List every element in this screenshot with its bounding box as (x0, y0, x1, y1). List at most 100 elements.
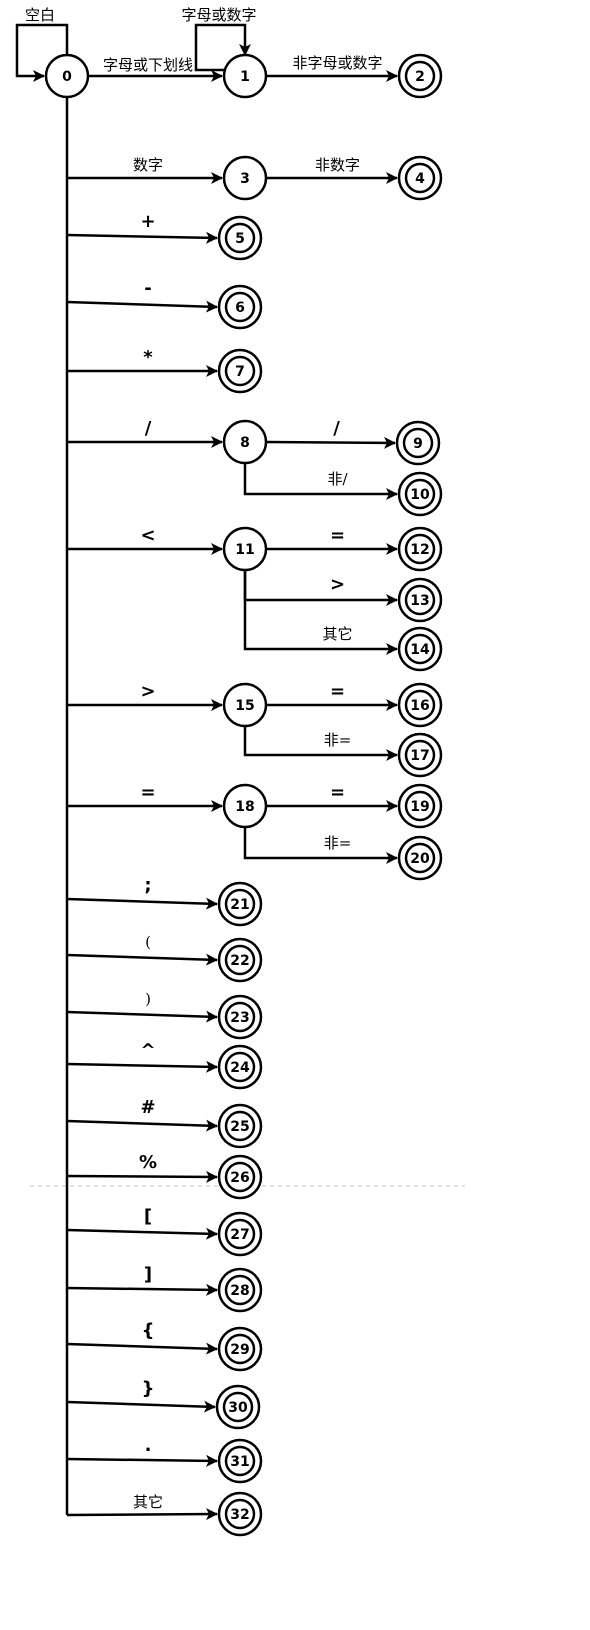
edge-0-to-29-label: { (142, 1320, 155, 1341)
state-3: 3 (222, 155, 268, 201)
edge-15-to-17 (243, 726, 398, 761)
state-29-accept-ring (224, 1333, 256, 1365)
edge-0-to-23 (66, 1010, 218, 1023)
edge-15-to-17-label: 非= (324, 731, 352, 749)
state-29: 29 (217, 1326, 263, 1372)
state-19-label: 19 (410, 799, 429, 815)
state-8-circle (222, 419, 268, 465)
edge-0-to-27-label: [ (144, 1206, 152, 1227)
state-30: 30 (215, 1384, 261, 1430)
edge-11-to-12-label: = (330, 525, 345, 546)
state-11-circle (222, 526, 268, 572)
state-28: 28 (217, 1267, 263, 1313)
edge-0-to-15-label: > (140, 681, 155, 702)
state-2: 2 (397, 53, 443, 99)
edge-0-to-7-label: * (143, 347, 153, 368)
state-0-circle (44, 53, 90, 99)
state-4: 4 (397, 155, 443, 201)
state-10-label: 10 (410, 487, 430, 503)
state-20-accept-ring (404, 842, 436, 874)
state-17: 17 (397, 732, 443, 778)
state-17-accept-ring (404, 739, 436, 771)
state-6-accept-ring (224, 291, 256, 323)
state-1: 1 (222, 53, 268, 99)
state-30-label: 30 (228, 1400, 248, 1416)
state-11-label: 11 (235, 542, 254, 558)
edge-0-to-6 (66, 300, 218, 313)
edge-0-to-25-label: # (140, 1097, 155, 1118)
state-15-label: 15 (235, 698, 254, 714)
edge-0-to-11-label: < (140, 525, 155, 546)
state-26-label: 26 (230, 1170, 249, 1186)
edge-0-to-25 (66, 1119, 218, 1132)
state-21-accept-ring (224, 888, 256, 920)
edge-18-to-20-label: 非= (324, 834, 352, 852)
edge-11-to-14-label: 其它 (322, 625, 352, 643)
state-24-label: 24 (230, 1060, 250, 1076)
state-4-accept-ring (404, 162, 436, 194)
edge-0-to-32-label: 其它 (133, 1493, 163, 1511)
edge-11-to-13 (243, 570, 398, 606)
state-14-label: 14 (410, 642, 430, 658)
state-26: 26 (217, 1154, 263, 1200)
state-9: 9 (395, 420, 441, 466)
edge-0-to-31-label: . (145, 1435, 152, 1456)
edge-0-to-31 (66, 1454, 218, 1467)
edge-0-to-5-label: + (140, 211, 155, 232)
edge-1-to-1 (194, 23, 251, 72)
state-18: 18 (222, 783, 268, 829)
state-16: 16 (397, 682, 443, 728)
state-27: 27 (217, 1211, 263, 1257)
state-26-accept-ring (224, 1161, 256, 1193)
edge-1-to-2-label: 非字母或数字 (292, 54, 382, 72)
state-1-circle (222, 53, 268, 99)
state-21: 21 (217, 881, 263, 927)
edge-0-to-24 (66, 1060, 218, 1073)
edge-0-to-23-label: ) (145, 990, 151, 1008)
state-20-label: 20 (410, 851, 430, 867)
edge-0-to-0-label: 空白 (25, 6, 55, 24)
state-19-accept-ring (404, 790, 436, 822)
edge-0-to-22-label: ( (145, 933, 151, 951)
state-22: 22 (217, 937, 263, 983)
edges-layer (15, 23, 398, 1521)
state-31: 31 (217, 1438, 263, 1484)
edge-0-to-30 (66, 1400, 216, 1413)
state-31-accept-ring (224, 1445, 256, 1477)
state-16-label: 16 (410, 698, 429, 714)
state-19: 19 (397, 783, 443, 829)
state-27-accept-ring (224, 1218, 256, 1250)
state-6: 6 (217, 284, 263, 330)
state-23: 23 (217, 994, 263, 1040)
state-3-label: 3 (240, 171, 250, 187)
state-15-circle (222, 682, 268, 728)
state-11: 11 (222, 526, 268, 572)
state-15: 15 (222, 682, 268, 728)
state-5: 5 (217, 215, 263, 261)
state-24-accept-ring (224, 1051, 256, 1083)
state-9-label: 9 (413, 436, 423, 452)
state-14: 14 (397, 626, 443, 672)
edge-0-to-6-label: - (144, 278, 151, 299)
state-21-label: 21 (230, 897, 249, 913)
state-25-label: 25 (230, 1119, 249, 1135)
edge-0-to-30-label: } (142, 1378, 155, 1399)
edge-8-to-10 (243, 463, 398, 500)
state-12-accept-ring (404, 533, 436, 565)
state-32: 32 (217, 1491, 263, 1537)
state-7-label: 7 (235, 364, 245, 380)
state-31-label: 31 (230, 1454, 249, 1470)
edge-0-to-8-label: / (145, 418, 152, 439)
state-0: 0 (44, 53, 90, 99)
edge-8-to-9-label: / (333, 418, 340, 439)
state-30-accept-ring (222, 1391, 254, 1423)
edge-0-to-29 (66, 1342, 218, 1355)
state-14-accept-ring (404, 633, 436, 665)
edge-0-to-28 (66, 1283, 218, 1296)
state-0-label: 0 (62, 69, 72, 85)
edge-18-to-19-label: = (330, 782, 345, 803)
state-5-label: 5 (235, 231, 245, 247)
state-9-accept-ring (402, 427, 434, 459)
edge-8-to-9 (265, 436, 396, 449)
